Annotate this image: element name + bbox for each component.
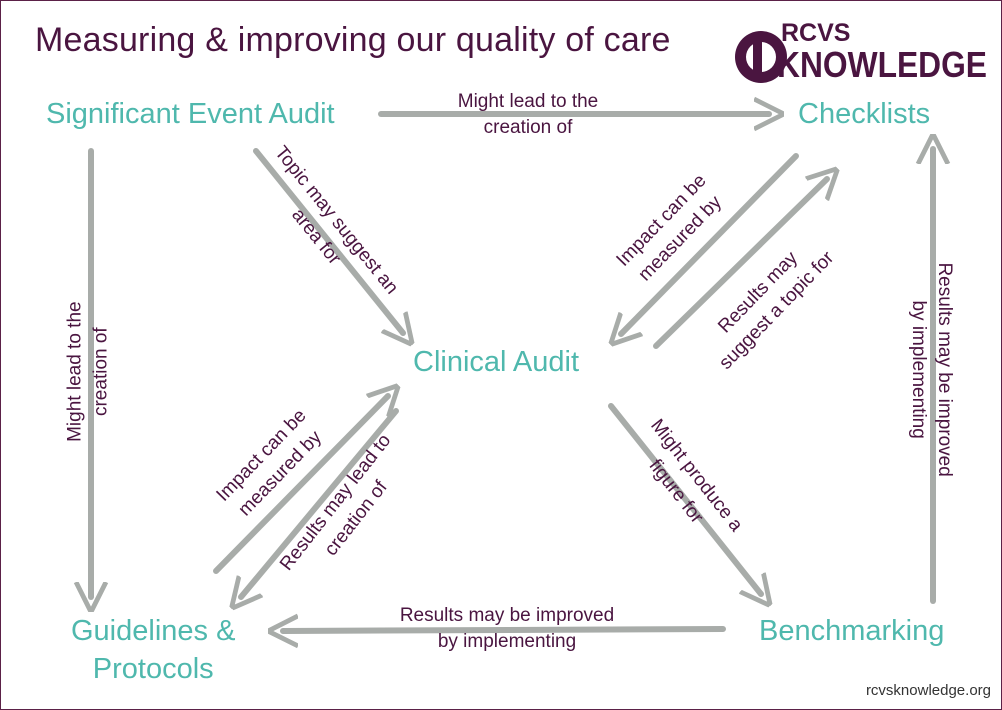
- arrow-sea-to-clinical: [253, 148, 403, 333]
- arrow-guidelines-to-clinical: [213, 396, 388, 574]
- label-benchmarking-to-guidelines: Results may be improved by implementing: [379, 603, 635, 654]
- label-line: Might lead to the: [457, 91, 599, 112]
- page-title: Measuring & improving our quality of car…: [35, 21, 671, 59]
- label-sea-to-guidelines: Might lead to the creation of: [62, 282, 113, 462]
- footer-url: rcvsknowledge.org: [865, 682, 991, 699]
- arrow-clinical-to-guidelines: [241, 408, 399, 597]
- label-line: Results may be improved: [934, 262, 956, 477]
- arrow-benchmarking-to-guidelines: [283, 629, 726, 631]
- label-line: by implementing: [437, 630, 577, 652]
- label-line: Might lead to the: [64, 301, 86, 442]
- logo-text-bottom: KNOWLEDGE: [777, 44, 987, 85]
- node-checklists: Checklists: [798, 98, 931, 130]
- label-line: creation of: [483, 116, 573, 138]
- node-significant-event-audit: Significant Event Audit: [46, 98, 335, 130]
- label-line: Results may be improved: [399, 605, 615, 626]
- label-line: creation of: [90, 327, 111, 417]
- logo-text-top: RCVS: [781, 19, 850, 47]
- node-guidelines-protocols: Guidelines & Protocols: [71, 613, 235, 688]
- label-benchmarking-to-checklists: Results may be improved by implementing: [906, 262, 957, 477]
- rcvs-knowledge-logo: RCVS KNOWLEDGE: [735, 19, 987, 85]
- node-clinical-audit: Clinical Audit: [413, 346, 580, 378]
- arrow-checklists-to-clinical: [621, 153, 799, 334]
- node-guidelines-line1: Guidelines &: [71, 615, 236, 647]
- arrow-clinical-to-checklists: [653, 179, 827, 349]
- label-line: by implementing: [908, 300, 930, 439]
- node-guidelines-line2: Protocols: [92, 652, 214, 685]
- arrow-clinical-to-benchmarking: [608, 403, 761, 594]
- label-sea-to-checklists: Might lead to the creation of: [421, 89, 635, 140]
- node-benchmarking: Benchmarking: [759, 615, 945, 647]
